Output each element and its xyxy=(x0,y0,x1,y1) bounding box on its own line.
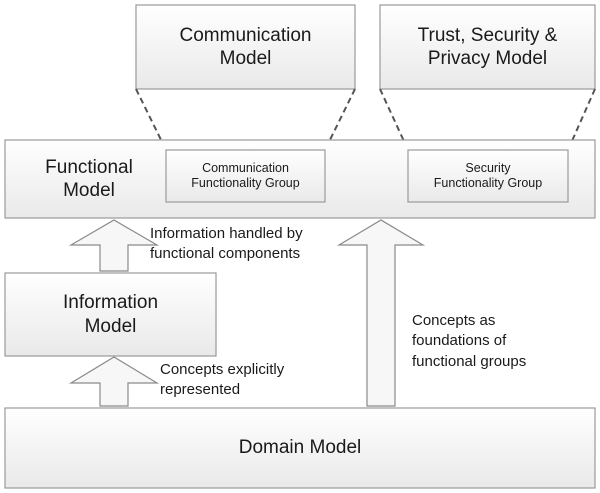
communication-model-label: Communication Model xyxy=(179,24,312,69)
information-model-label: Information Model xyxy=(62,292,159,337)
arrow-domain-to-functional xyxy=(336,219,426,407)
trust-security-privacy-model-label: Trust, Security & Privacy Model xyxy=(417,24,558,69)
domain-model-box xyxy=(4,407,596,489)
relation-domain-to-functional-label: Concepts as foundations of functional gr… xyxy=(412,312,527,370)
security-functionality-group-box xyxy=(407,149,569,203)
communication-model-box xyxy=(135,4,356,90)
arrow-information-to-functional xyxy=(68,219,160,272)
domain-model-label: Domain Model xyxy=(238,437,362,459)
dash-comm-right xyxy=(324,88,356,151)
trust-security-privacy-model-box xyxy=(379,4,596,90)
communication-functionality-group-label: Communication Functionality Group xyxy=(191,160,300,190)
security-functionality-group-label: Security Functionality Group xyxy=(433,160,543,190)
information-model-box xyxy=(4,272,217,357)
communication-functionality-group-box xyxy=(165,149,326,203)
relation-domain-to-information-label: Concepts explicitly represented xyxy=(160,361,285,399)
arrow-domain-to-information xyxy=(68,356,160,407)
relation-information-to-functional-label: Information handled by functional compon… xyxy=(150,225,303,263)
functional-model-label: Functional Model xyxy=(45,156,133,201)
dash-comm-left xyxy=(135,88,167,151)
